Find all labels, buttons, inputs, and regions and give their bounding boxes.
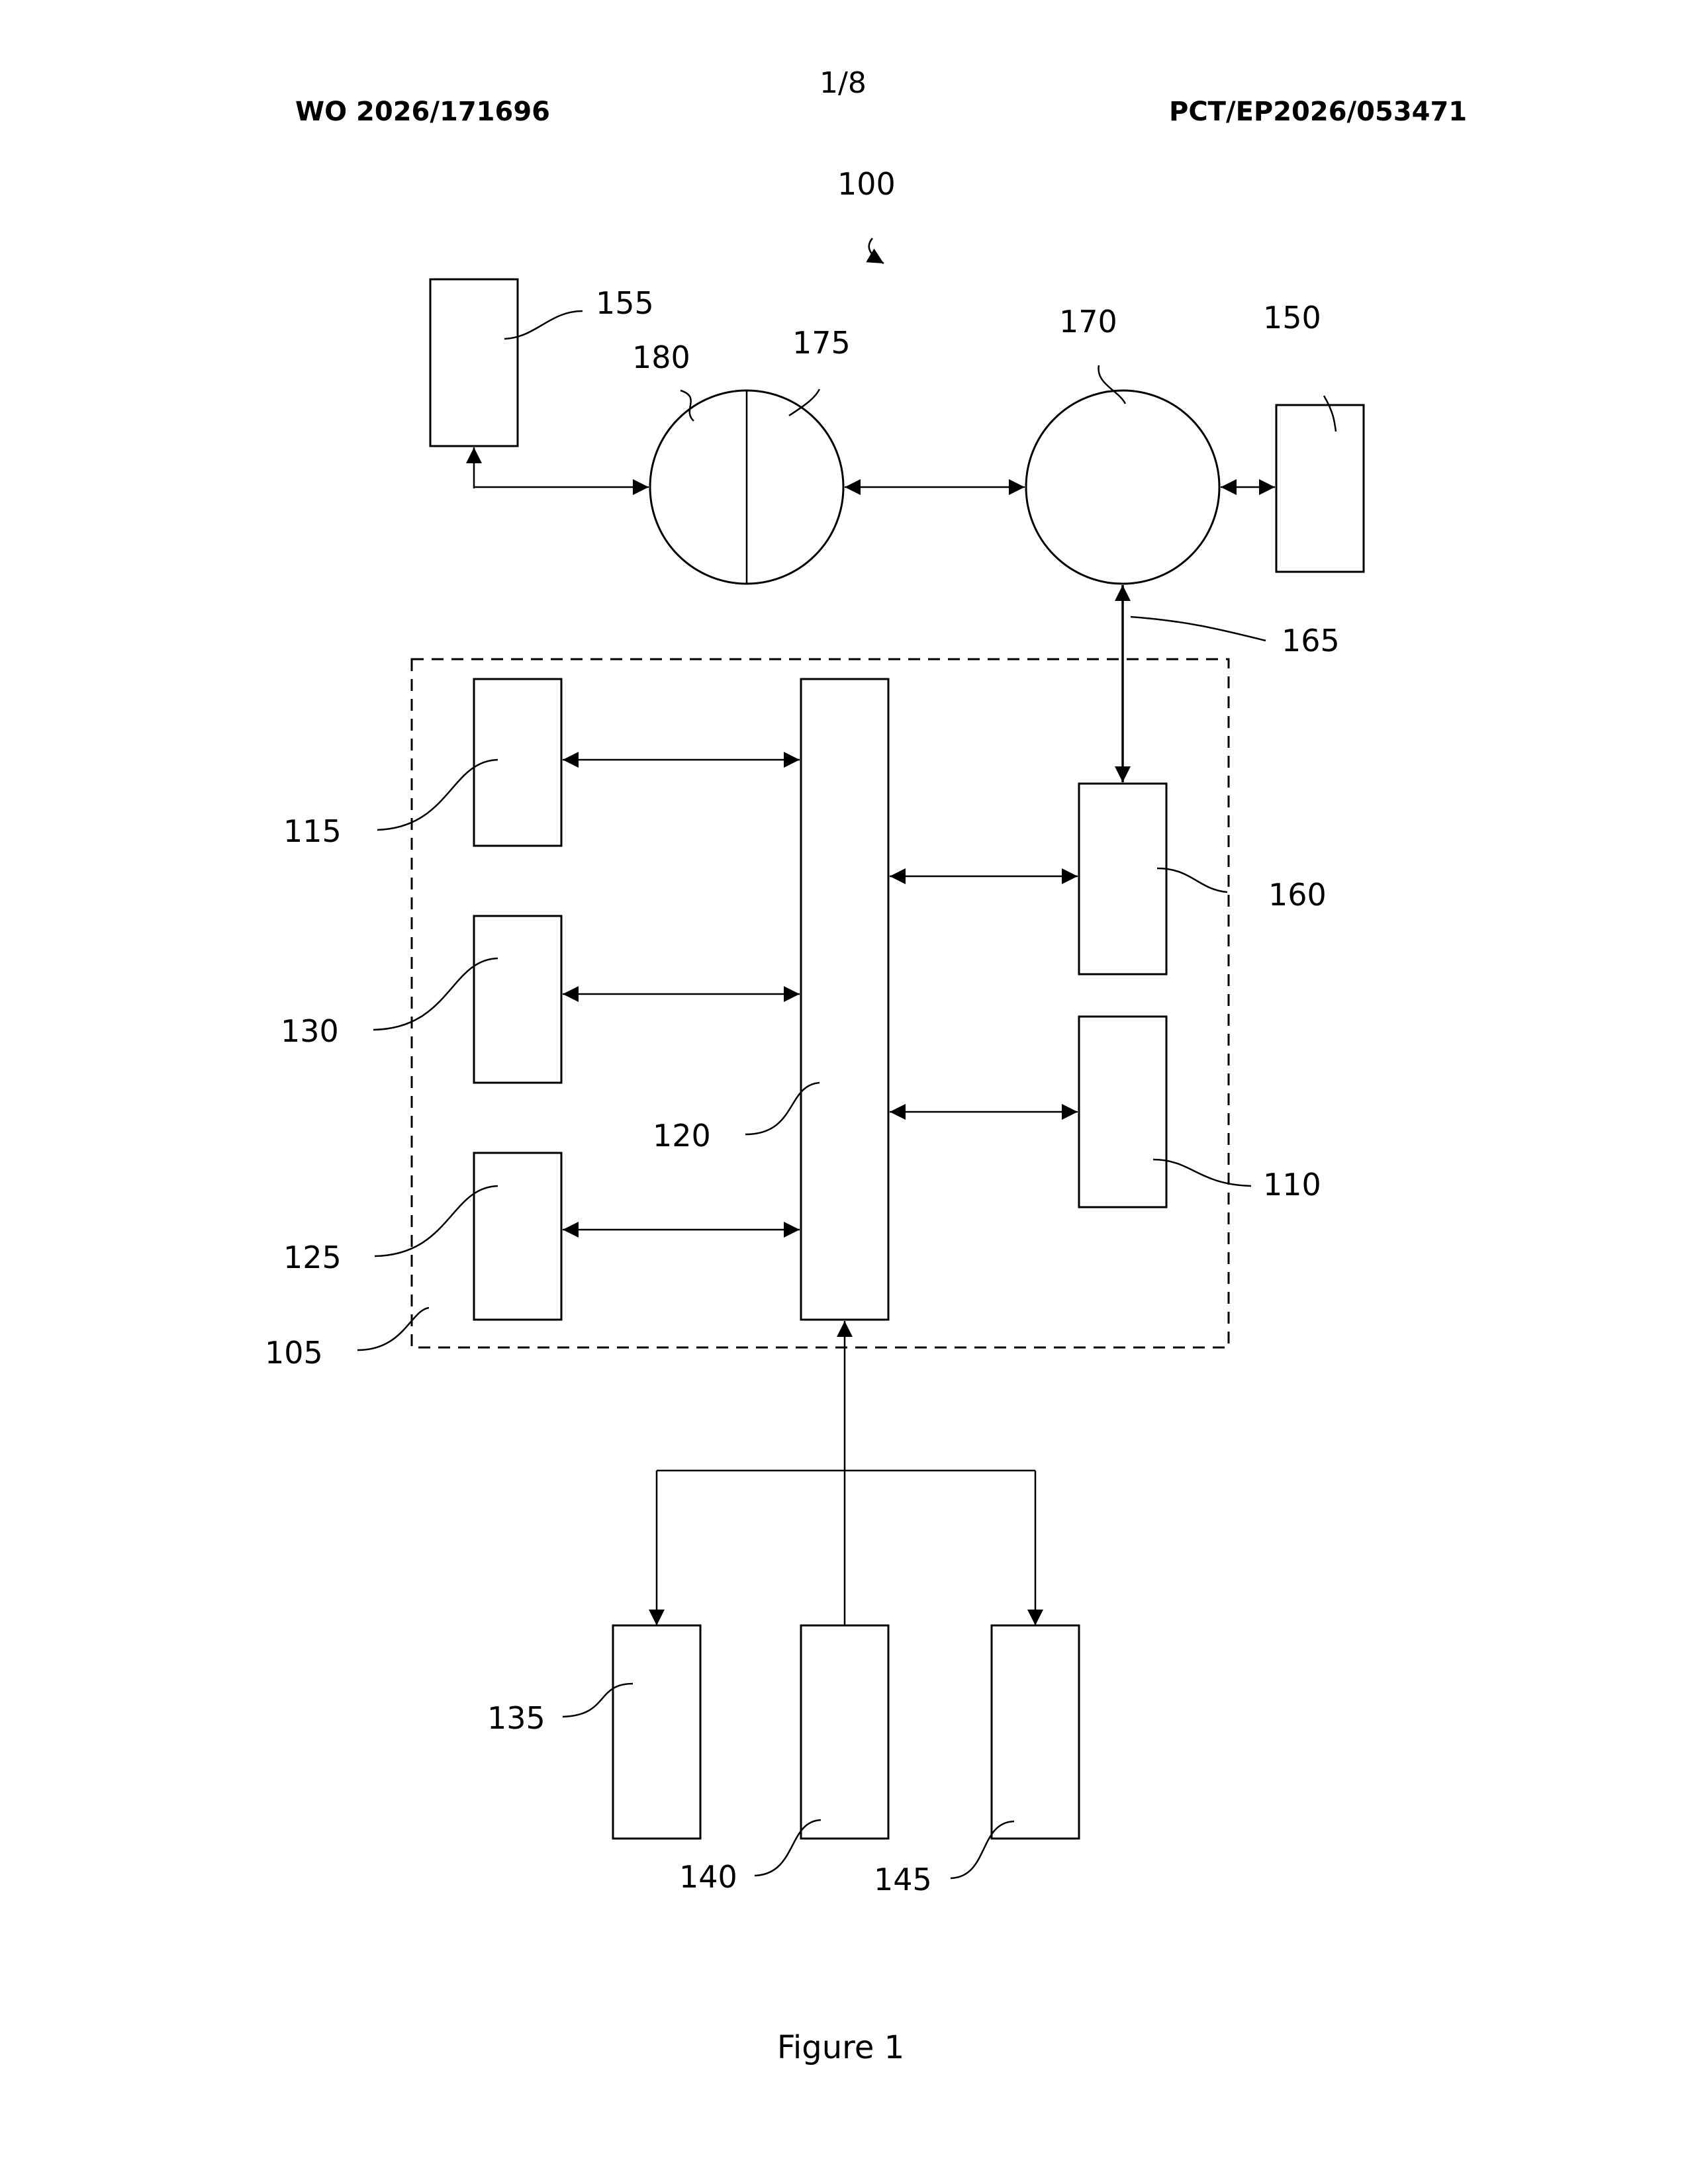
block-160 bbox=[1079, 784, 1166, 974]
label-110: 110 bbox=[1263, 1167, 1321, 1203]
block-155 bbox=[430, 279, 518, 446]
leader-110 bbox=[1153, 1160, 1251, 1186]
block-110 bbox=[1079, 1017, 1166, 1207]
block-135 bbox=[613, 1625, 700, 1839]
label-140: 140 bbox=[679, 1859, 737, 1895]
leader-165 bbox=[1131, 617, 1266, 641]
label-135: 135 bbox=[487, 1700, 545, 1736]
leader-160 bbox=[1157, 868, 1227, 892]
label-150: 150 bbox=[1263, 300, 1321, 336]
system-100-leader bbox=[869, 238, 884, 263]
label-100: 100 bbox=[837, 166, 896, 202]
block-150 bbox=[1276, 405, 1364, 572]
label-160: 160 bbox=[1268, 877, 1327, 913]
leader-105 bbox=[357, 1308, 429, 1350]
label-125: 125 bbox=[283, 1240, 342, 1275]
label-175: 175 bbox=[792, 325, 851, 361]
figure-caption: Figure 1 bbox=[777, 2029, 904, 2066]
block-140 bbox=[801, 1625, 888, 1839]
label-145: 145 bbox=[874, 1862, 932, 1897]
label-130: 130 bbox=[281, 1013, 339, 1049]
label-180: 180 bbox=[632, 340, 690, 375]
label-170: 170 bbox=[1059, 304, 1117, 340]
block-130 bbox=[474, 916, 561, 1083]
label-155: 155 bbox=[596, 285, 654, 321]
block-145 bbox=[992, 1625, 1079, 1839]
block-115 bbox=[474, 679, 561, 846]
block-120 bbox=[801, 679, 888, 1320]
block-125 bbox=[474, 1153, 561, 1320]
label-120: 120 bbox=[653, 1118, 711, 1154]
circle-170 bbox=[1026, 390, 1219, 584]
label-115: 115 bbox=[283, 813, 342, 849]
label-105: 105 bbox=[265, 1335, 323, 1371]
label-165: 165 bbox=[1282, 623, 1340, 659]
